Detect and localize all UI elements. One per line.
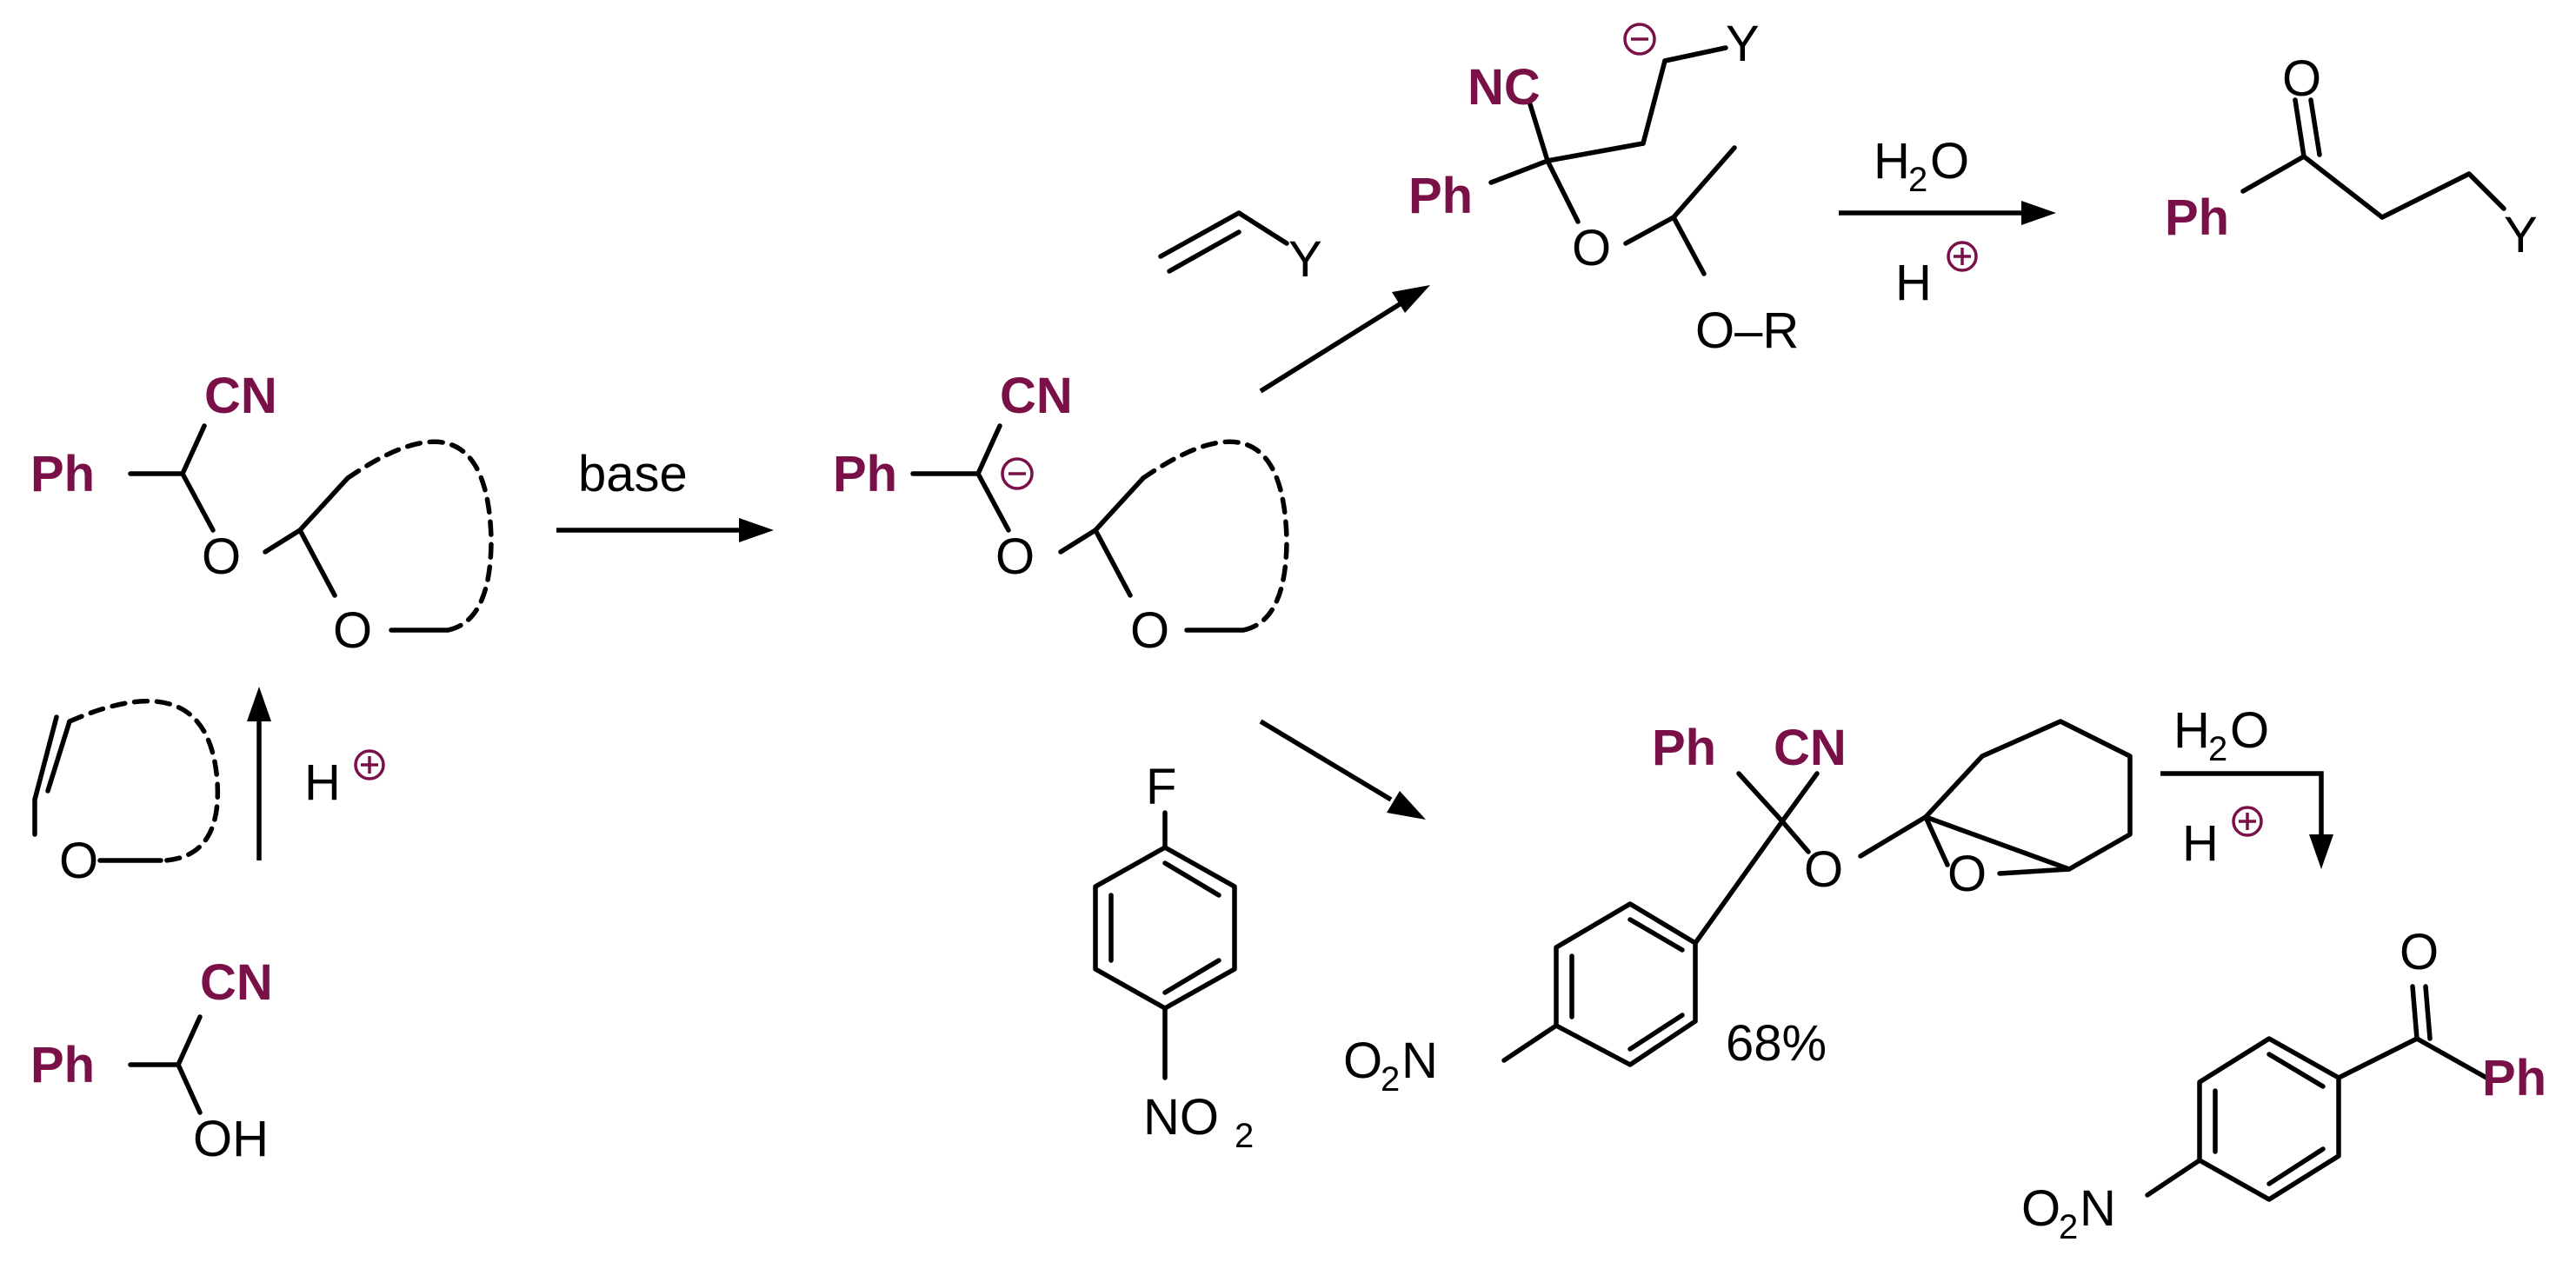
label-o2n-n: N — [2080, 1180, 2116, 1237]
label-o-ketone: O — [2400, 924, 2439, 980]
michael-arrow — [1259, 285, 1430, 394]
vinyl-acceptor: Y — [1158, 210, 1322, 288]
label-h-acid: H — [1895, 255, 1932, 311]
label-o2n-n: N — [1401, 1033, 1438, 1089]
label-no2: NO — [1143, 1089, 1219, 1146]
michael-adduct: NC Ph O O–R Y — [1408, 16, 1799, 359]
label-yield: 68% — [1726, 1015, 1827, 1072]
label-h2o-h: H — [2173, 702, 2210, 759]
label-f: F — [1146, 759, 1176, 815]
label-o2n-o: O — [1343, 1033, 1382, 1089]
mandelonitrile-structure: Ph CN OH — [30, 954, 273, 1167]
label-ph: Ph — [1652, 720, 1716, 776]
ketone-product: O Ph Y — [2165, 50, 2538, 263]
label-h2o-o: O — [1930, 133, 1969, 189]
hydrolysis-arrow-bottom: H 2 O H — [2160, 702, 2333, 872]
protonation-arrow: H — [247, 687, 385, 860]
label-o-acetal: O — [202, 528, 241, 585]
label-base: base — [578, 446, 688, 502]
label-ph: Ph — [30, 1037, 95, 1093]
label-o-ring: O — [333, 602, 372, 659]
label-or: O–R — [1695, 302, 1799, 359]
label-o-acetal: O — [1572, 220, 1611, 276]
label-h2o-sub: 2 — [2208, 730, 2227, 768]
label-nc: NC — [1468, 59, 1541, 116]
label-y: Y — [2504, 207, 2538, 263]
label-ph: Ph — [2482, 1050, 2546, 1106]
label-o2n-sub: 2 — [2059, 1208, 2078, 1246]
label-o-dhp: O — [59, 833, 98, 889]
label-o-ring: O — [1130, 602, 1169, 659]
fluoronitrobenzene: F NO 2 — [1093, 759, 1254, 1155]
label-o2n-sub: 2 — [1381, 1060, 1400, 1099]
dihydropyran-structure: O — [32, 698, 221, 889]
nitrobenzophenone: O Ph O 2 N — [2021, 924, 2546, 1246]
snar-adduct: Ph CN O O O 2 N 68% — [1343, 719, 2133, 1099]
label-cn: CN — [1000, 368, 1073, 424]
label-o-thp: O — [1947, 846, 1987, 902]
label-cn: CN — [1774, 720, 1847, 776]
label-ph: Ph — [2165, 189, 2229, 246]
label-no2-sub: 2 — [1235, 1117, 1254, 1155]
label-ph: Ph — [1408, 168, 1473, 224]
label-o-ketone: O — [2282, 50, 2321, 107]
label-y: Y — [1288, 231, 1322, 288]
label-cn: CN — [200, 954, 273, 1011]
protected-cyanohydrin: Ph CN O O — [30, 368, 494, 659]
label-ph: Ph — [833, 446, 897, 502]
label-h2o-sub: 2 — [1908, 161, 1927, 199]
snar-arrow — [1259, 719, 1426, 820]
label-h2o-h: H — [1874, 133, 1910, 189]
label-o-acetal: O — [995, 528, 1035, 585]
hydrolysis-arrow-top: H 2 O H — [1839, 133, 2056, 311]
label-o-ether: O — [1804, 841, 1843, 898]
label-h-acid: H — [304, 754, 341, 811]
label-oh: OH — [193, 1111, 269, 1167]
base-arrow: base — [556, 446, 774, 542]
carbanion-intermediate: Ph CN O O — [833, 368, 1289, 659]
label-y: Y — [1726, 16, 1760, 72]
label-h-acid: H — [2182, 815, 2219, 872]
label-h2o-o: O — [2230, 702, 2269, 759]
label-cn: CN — [204, 368, 277, 424]
label-ph: Ph — [30, 446, 95, 502]
label-o2n-o: O — [2021, 1180, 2060, 1237]
